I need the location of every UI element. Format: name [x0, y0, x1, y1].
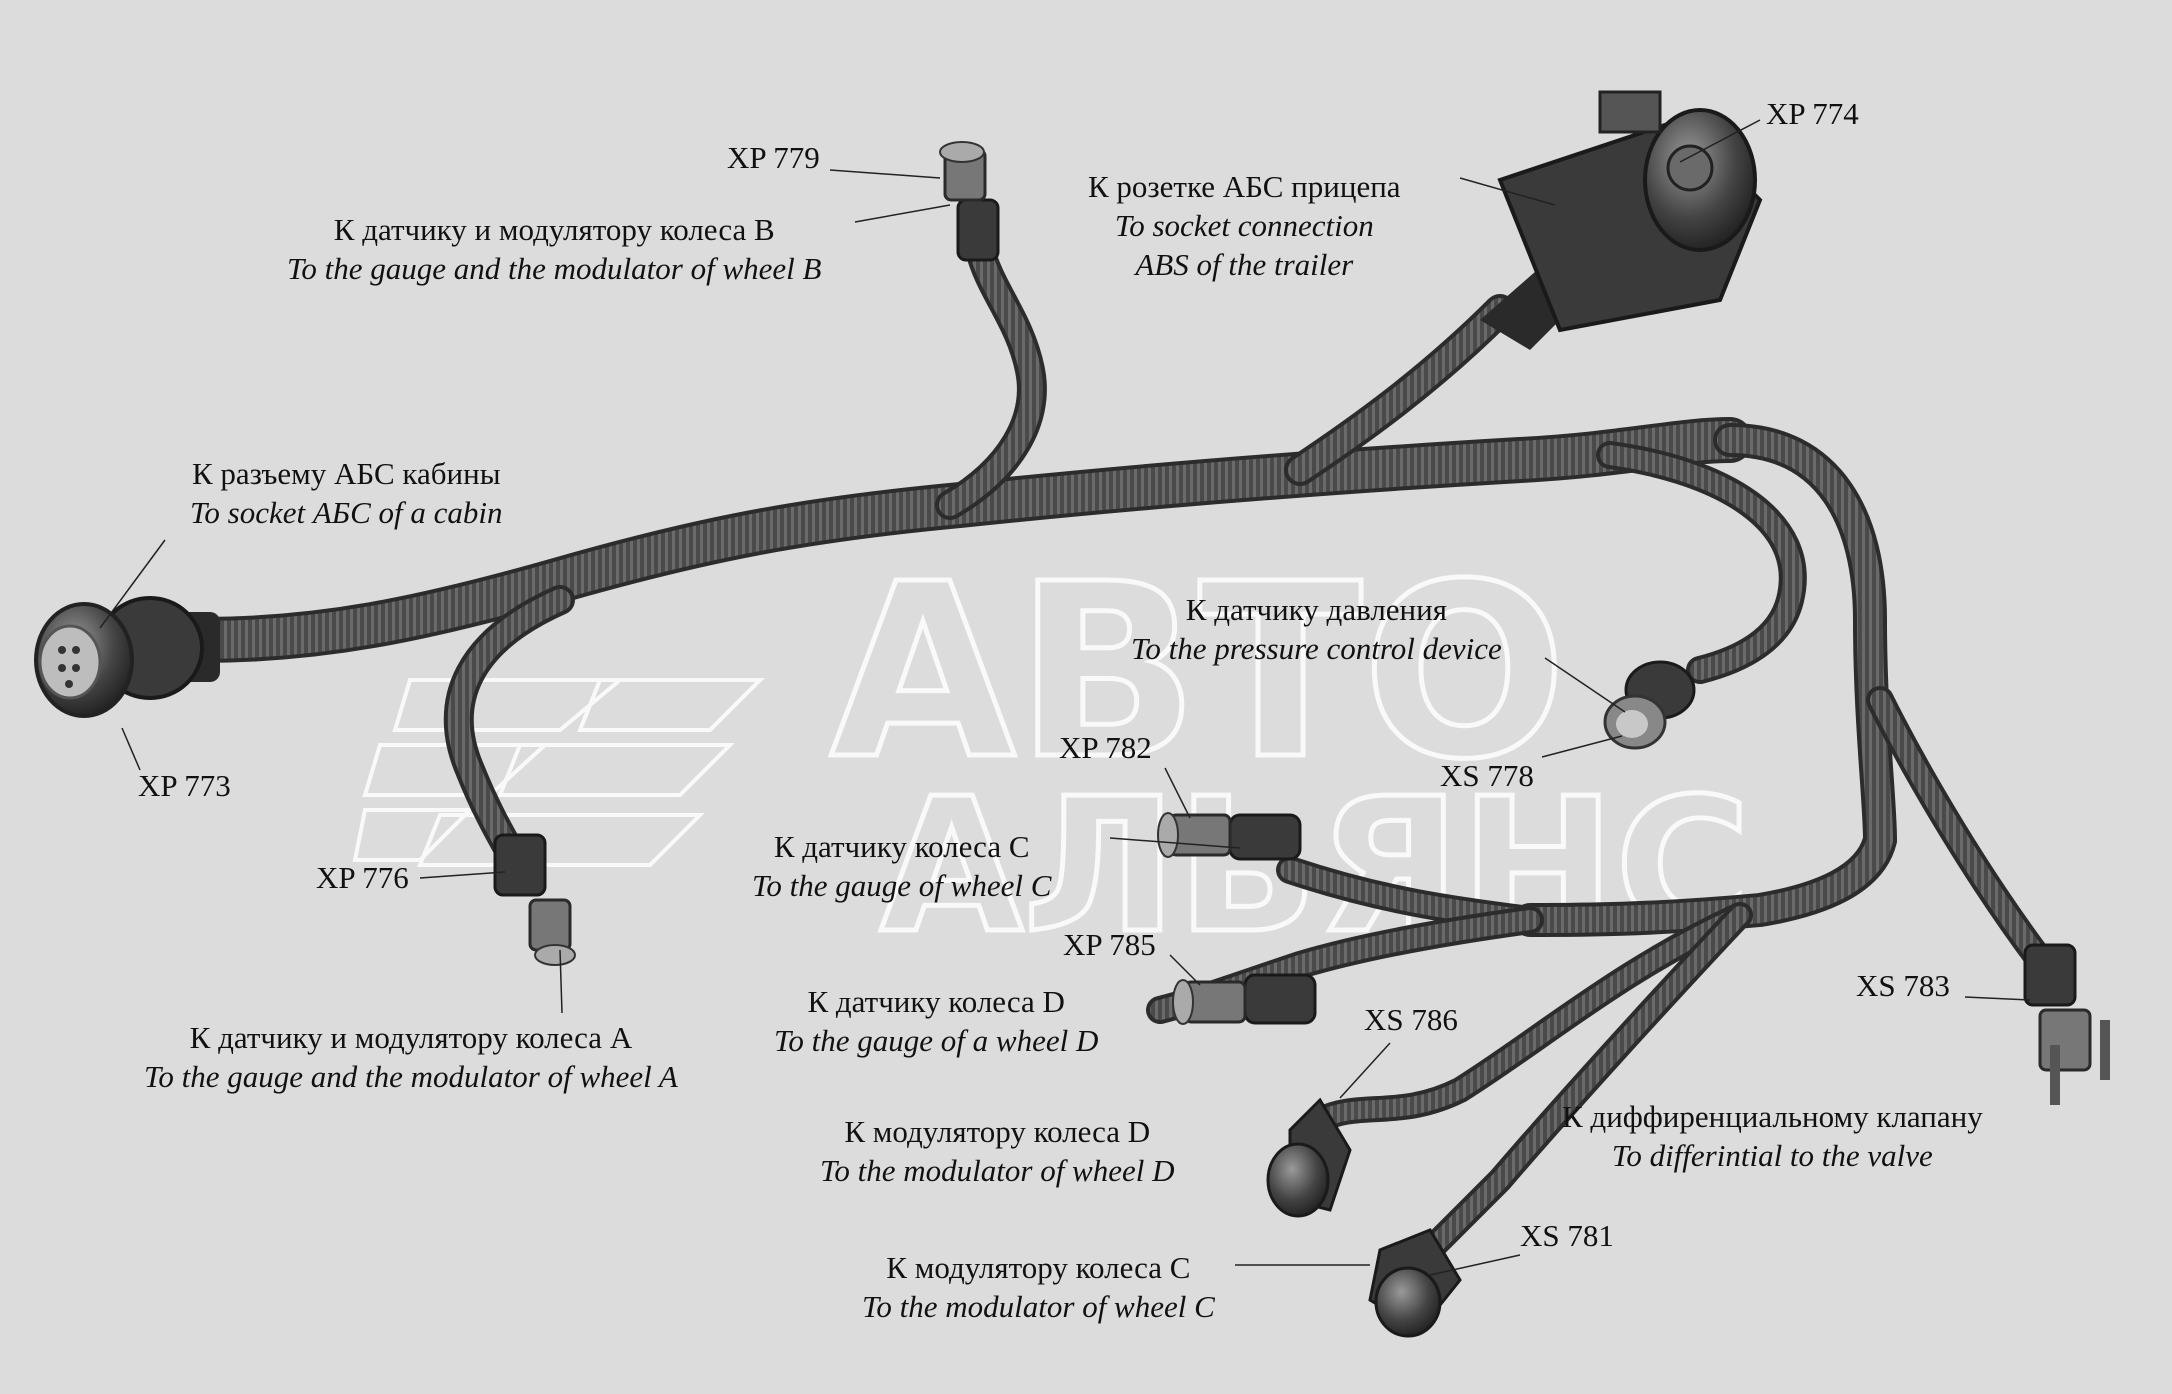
callout-gauge-d-en: To the gauge of a wheel D — [774, 1023, 1099, 1058]
label-xs778: XS 778 — [1440, 758, 1534, 793]
callout-cabin-en: To socket АБС of a cabin — [190, 495, 503, 530]
callout-gauge-c-ru: К датчику колеса С — [773, 829, 1030, 864]
callout-mod-c: К модулятору колеса С To the modulator o… — [862, 1248, 1215, 1326]
callout-wheel-a-en: To the gauge and the modulator of wheel … — [144, 1059, 678, 1094]
callout-trailer-ru: К розетке АБС прицепа — [1088, 169, 1401, 204]
callout-mod-d-ru: К модулятору колеса D — [844, 1114, 1151, 1149]
callout-wheel-a-ru: К датчику и модулятору колеса А — [189, 1020, 633, 1055]
callout-gauge-c-en: To the gauge of wheel C — [752, 868, 1052, 903]
connector-xp782 — [1157, 812, 1302, 861]
callout-pressure: К датчику давления To the pressure contr… — [1131, 590, 1502, 668]
cable-branch-xs778 — [1596, 441, 1807, 684]
connector-xs778 — [1603, 660, 1696, 750]
callout-valve-ru: К диффиренциальному клапану — [1562, 1099, 1983, 1134]
label-xs786: XS 786 — [1364, 1002, 1458, 1037]
cable-branch-xp774 — [1284, 294, 1516, 486]
callout-trailer: К розетке АБС прицепа To socket connecti… — [1088, 167, 1401, 284]
callout-mod-c-en: To the modulator of wheel C — [862, 1289, 1215, 1324]
callout-trailer-en2: ABS of the trailer — [1135, 247, 1354, 282]
label-xs781: XS 781 — [1520, 1218, 1614, 1253]
leader-lines — [99, 119, 2031, 1276]
label-xp776: XP 776 — [316, 860, 409, 895]
callout-gauge-d: К датчику колеса D To the gauge of a whe… — [774, 982, 1098, 1060]
connector-xs786 — [1266, 1097, 1352, 1218]
label-xp779: XP 779 — [727, 140, 820, 175]
connector-xp773 — [34, 596, 220, 718]
callout-pressure-ru: К датчику давления — [1185, 592, 1447, 627]
callout-pressure-en: To the pressure control device — [1131, 631, 1502, 666]
label-xp773: XP 773 — [138, 768, 231, 803]
connector-xp774 — [1480, 90, 1763, 350]
callout-valve-en: To differintial to the valve — [1611, 1138, 1933, 1173]
callout-gauge-d-ru: К датчику колеса D — [807, 984, 1065, 1019]
label-xs783: XS 783 — [1856, 968, 1950, 1003]
callout-trailer-en: To socket connection — [1114, 208, 1374, 243]
callout-cabin: К разъему АБС кабины To socket АБС of a … — [190, 454, 502, 532]
callout-mod-d: К модулятору колеса D To the modulator o… — [820, 1112, 1175, 1190]
connector-xp779 — [939, 141, 1000, 262]
connector-xs781 — [1368, 1228, 1462, 1338]
callout-wheel-b: К датчику и модулятору колеса В To the g… — [287, 210, 821, 288]
cable-branch-right — [1513, 423, 2054, 974]
label-xp785: XP 785 — [1063, 927, 1156, 962]
callout-wheel-b-en: To the gauge and the modulator of wheel … — [287, 251, 822, 286]
connector-xp776 — [493, 833, 576, 966]
callout-valve: К диффиренциальному клапану To differint… — [1562, 1097, 1983, 1175]
connector-xs783 — [2023, 943, 2110, 1105]
cable-branch-xp779 — [935, 235, 1047, 520]
callout-mod-d-en: To the modulator of wheel D — [820, 1153, 1175, 1188]
cable-branch-xp776 — [443, 585, 575, 885]
callout-cabin-ru: К разъему АБС кабины — [191, 456, 501, 491]
callout-gauge-c: К датчику колеса С To the gauge of wheel… — [752, 827, 1051, 905]
connector-xp785 — [1172, 973, 1317, 1025]
label-xp782: XP 782 — [1059, 730, 1152, 765]
callout-mod-c-ru: К модулятору колеса С — [886, 1250, 1191, 1285]
callout-wheel-b-ru: К датчику и модулятору колеса В — [333, 212, 775, 247]
label-xp774: XP 774 — [1766, 96, 1859, 131]
callout-wheel-a: К датчику и модулятору колеса А To the g… — [144, 1018, 678, 1096]
